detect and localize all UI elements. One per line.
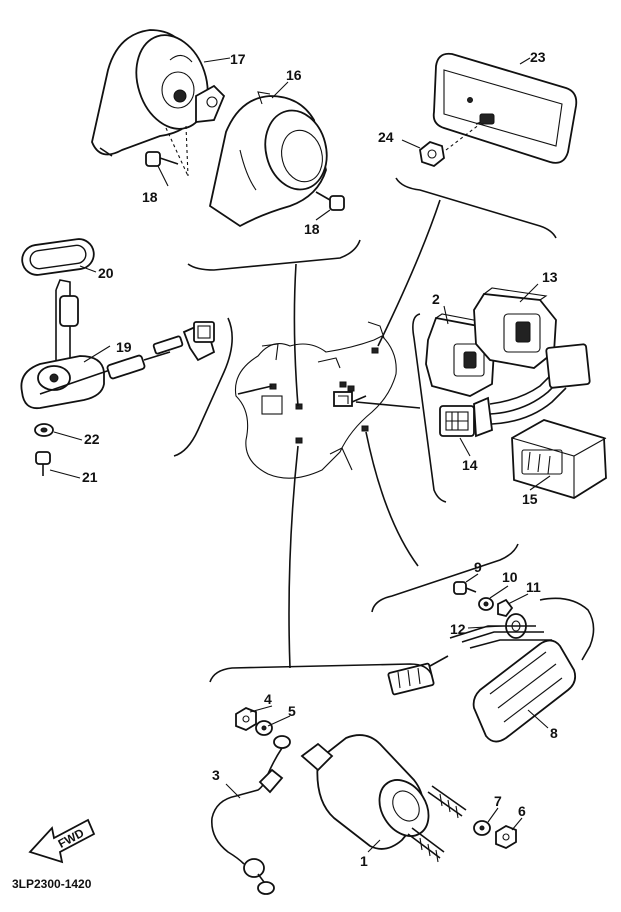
connector-14 [439,343,591,438]
bolt-9 [453,581,477,595]
relay-group [412,287,607,503]
rear-reflector-23 [432,52,578,164]
callout-13: 13 [542,269,558,285]
callout-18a: 18 [142,189,158,205]
callout-12: 12 [450,621,466,637]
washer-22 [34,423,54,437]
diagram-code: 3LP2300-1420 [12,877,92,891]
frame-outline [234,321,397,479]
horn-17 [91,29,226,157]
callout-3: 3 [212,767,220,783]
callout-7: 7 [494,793,502,809]
fwd-arrow-icon: FWD [28,818,96,864]
horn-group [91,29,361,271]
nut-4 [235,706,257,732]
callout-22: 22 [84,431,100,447]
fuel-sender-19 [20,279,216,410]
washer-5 [255,720,273,736]
fuel-sender-group [20,238,233,476]
callout-19: 19 [116,339,132,355]
bolt-18b [315,191,345,211]
nut-24 [419,123,481,168]
callout-1: 1 [360,853,368,869]
relay-13 [473,287,557,369]
callout-14: 14 [462,457,478,473]
flasher-relay-15 [511,419,607,499]
rectifier-group [371,543,595,743]
callout-8: 8 [550,725,558,741]
nut-6 [495,824,517,850]
rectifier-regulator-8 [387,597,595,743]
callout-17: 17 [230,51,246,67]
callout-9: 9 [474,559,482,575]
callout-11: 11 [526,579,541,595]
gasket-20 [21,238,95,276]
bolt-18a [145,151,179,167]
callout-5: 5 [288,703,296,719]
washer-7 [473,820,491,836]
collar-11 [497,598,514,618]
starter-relay-1 [300,734,467,863]
callout-6: 6 [518,803,526,819]
reflector-group [395,52,578,239]
callout-10: 10 [502,569,518,585]
washer-10 [478,597,494,611]
starter-relay-group [209,663,517,895]
callout-4: 4 [264,691,272,707]
connector-lines [237,199,441,669]
callout-21: 21 [82,469,98,485]
lead-wire-3 [211,735,291,895]
callout-labels: 17 16 18 18 23 24 20 19 22 21 13 2 14 15… [82,49,558,869]
callout-18b: 18 [304,221,320,237]
screw-21 [35,451,51,476]
callout-15: 15 [522,491,538,507]
leader-lines [49,57,551,853]
callout-16: 16 [286,67,302,83]
callout-2: 2 [432,291,440,307]
callout-20: 20 [98,265,114,281]
horn-16 [208,91,328,228]
callout-23: 23 [530,49,546,65]
callout-24: 24 [378,129,394,145]
